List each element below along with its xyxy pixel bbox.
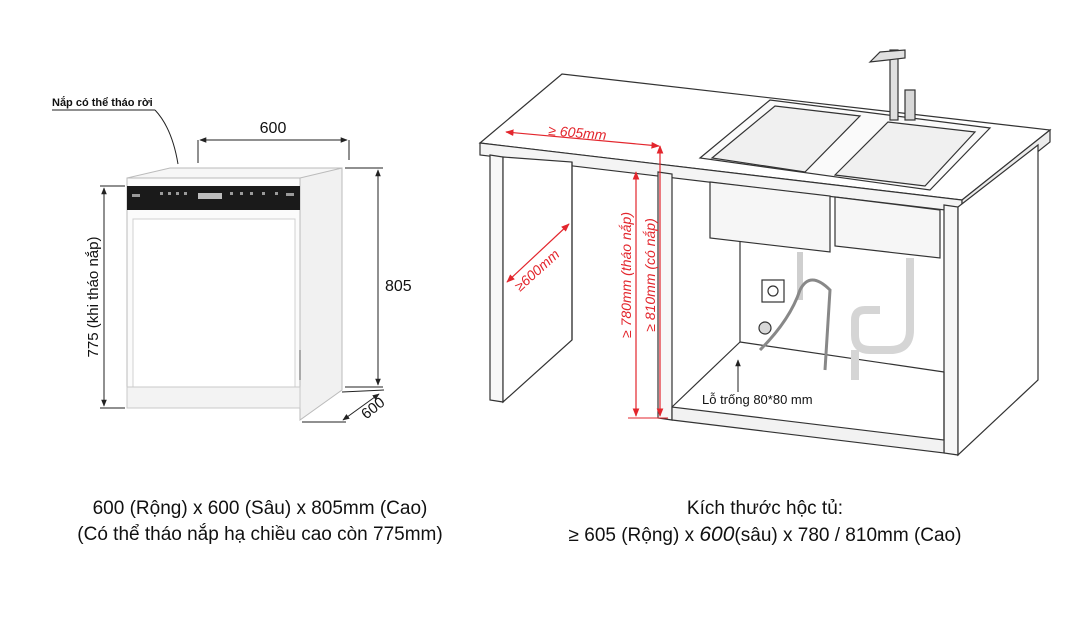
cabinet-height-lid-label: ≥ 810mm (có nắp) [642, 218, 658, 332]
dishwasher-caption-line1: 600 (Rộng) x 600 (Sâu) x 805mm (Cao) [92, 498, 428, 519]
cabinet-caption-line1: Kích thước hộc tủ: [686, 498, 844, 519]
dishwasher-height-dimension: 805 [345, 167, 412, 388]
dishwasher-width-dimension: 600 [197, 120, 350, 163]
dishwasher-caption-line2: (Có thể tháo nắp hạ chiều cao còn 775mm) [77, 524, 443, 545]
removable-lid-callout: Nắp có thể tháo rời [52, 96, 179, 165]
cabinet-caption-rest: (sâu) x 780 / 810mm (Cao) [734, 525, 962, 546]
removable-lid-label: Nắp có thể tháo rời [52, 96, 153, 109]
cabinet-width-dimension: ≥ 605mm [505, 122, 660, 149]
dishwasher-height-label: 805 [385, 278, 412, 295]
dishwasher-width-label: 600 [260, 120, 287, 137]
cabinet-caption: Kích thước hộc tủ: ≥ 605 (Rộng) x 600(sâ… [500, 496, 1030, 549]
dishwasher-depth-label: 600 [358, 394, 388, 423]
dishwasher-height-no-lid-label: 775 (khi tháo nắp) [85, 237, 102, 358]
dishwasher-caption: 600 (Rộng) x 600 (Sâu) x 805mm (Cao) (Có… [30, 496, 490, 548]
cabinet-caption-width: ≥ 605 (Rộng) x [568, 525, 700, 546]
cabinet-caption-line2: ≥ 605 (Rộng) x 600(sâu) x 780 / 810mm (C… [500, 522, 1030, 549]
hole-label: Lỗ trống 80*80 mm [702, 392, 813, 407]
hole-callout: Lỗ trống 80*80 mm [702, 359, 813, 407]
cabinet-height-no-lid-label: ≥ 780mm (tháo nắp) [618, 212, 634, 338]
cabinet-caption-depth: 600 [699, 523, 735, 546]
cabinet-height-dimension: ≥ 780mm (tháo nắp) ≥ 810mm (có nắp) [618, 145, 668, 419]
dishwasher-height-no-lid-dimension: 775 (khi tháo nắp) [85, 185, 125, 409]
dishwasher-drawing [126, 167, 343, 421]
cabinet-width-label: ≥ 605mm [548, 122, 608, 143]
